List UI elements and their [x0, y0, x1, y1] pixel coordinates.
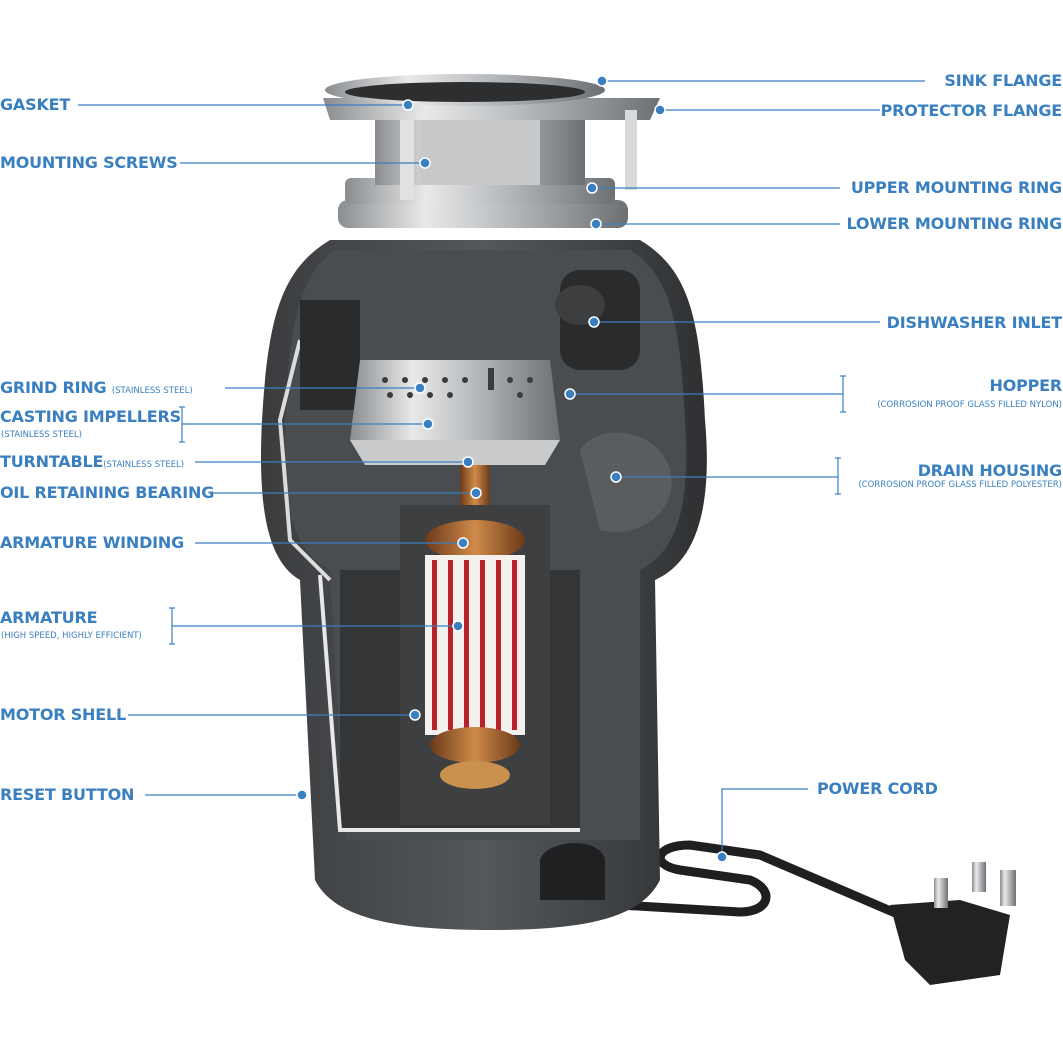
- hopper-material: (CORROSION PROOF GLASS FILLED NYLON): [877, 400, 1062, 410]
- turntable-material: (STAINLESS STEEL): [103, 460, 185, 470]
- label-power-cord: POWER CORD: [817, 779, 938, 798]
- mount-assembly: [323, 74, 660, 228]
- callout-lines: [78, 80, 925, 857]
- turntable-title: TURNTABLE: [0, 452, 104, 471]
- casting-impellers-material: (STAINLESS STEEL): [1, 430, 82, 440]
- grind-chamber: [350, 360, 560, 505]
- label-protector-flange: PROTECTOR FLANGE: [880, 101, 1063, 120]
- armature-description: (HIGH SPEED, HIGHLY EFFICIENT): [1, 631, 142, 641]
- label-casting-impellers: CASTING IMPELLERS: [0, 407, 181, 426]
- motor: [400, 505, 550, 825]
- drain-housing-material: (CORROSION PROOF GLASS FILLED POLYESTER): [858, 480, 1062, 490]
- label-lower-mounting-ring: LOWER MOUNTING RING: [846, 214, 1062, 233]
- label-hopper: HOPPER: [989, 376, 1063, 395]
- label-dishwasher-inlet: DISHWASHER INLET: [886, 313, 1063, 332]
- grind-ring-material: (STAINLESS STEEL): [111, 386, 193, 396]
- callout-dots: [296, 75, 728, 863]
- label-armature: ARMATURE: [0, 608, 98, 627]
- label-drain-housing: DRAIN HOUSING: [917, 461, 1062, 480]
- power-cord: [555, 840, 1016, 985]
- label-mounting-screws: MOUNTING SCREWS: [0, 153, 178, 172]
- label-sink-flange: SINK FLANGE: [944, 71, 1062, 90]
- label-oil-retaining-bearing: OIL RETAINING BEARING: [0, 483, 215, 502]
- label-reset-button: RESET BUTTON: [0, 785, 135, 804]
- label-turntable: TURNTABLE(STAINLESS STEEL): [0, 453, 184, 474]
- label-armature-winding: ARMATURE WINDING: [0, 533, 185, 552]
- label-grind-ring: GRIND RING (STAINLESS STEEL): [0, 379, 193, 400]
- label-gasket: GASKET: [0, 95, 71, 114]
- label-motor-shell: MOTOR SHELL: [0, 705, 126, 724]
- grind-ring-title: GRIND RING: [0, 378, 107, 397]
- label-upper-mounting-ring: UPPER MOUNTING RING: [850, 178, 1062, 197]
